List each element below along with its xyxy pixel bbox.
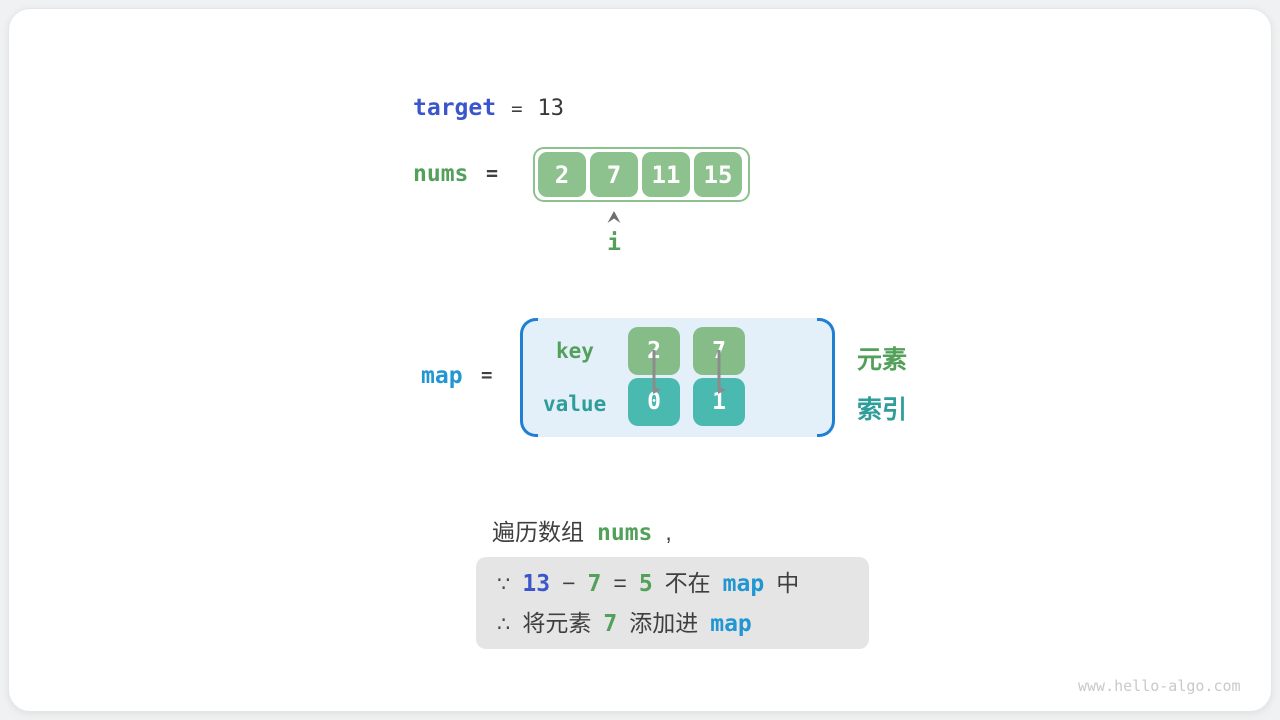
caption-comma: ,: [665, 519, 672, 545]
target-line: target = 13: [413, 95, 564, 121]
note-map-token: map: [722, 571, 765, 597]
note-num-7: 7: [587, 571, 602, 597]
caption-nums-token: nums: [597, 520, 653, 546]
note-box: ∵ 13 − 7 = 5 不在 map 中 ∴ 将元素 7 添加进 map: [476, 557, 869, 649]
note-suffix-text: 中: [776, 570, 800, 596]
note-num-7: 7: [603, 611, 618, 637]
minus-sign: −: [562, 570, 576, 596]
target-value: 13: [537, 96, 565, 121]
array-cell: 15: [694, 152, 742, 197]
map-equals: =: [481, 364, 493, 386]
map-value-cell: 0: [628, 378, 680, 426]
note-line-2: ∴ 将元素 7 添加进 map: [497, 603, 869, 643]
because-symbol: ∵: [497, 573, 511, 596]
map-label: map: [421, 363, 463, 389]
array-cell: 11: [642, 152, 690, 197]
map-right-bracket: [817, 318, 835, 437]
nums-label: nums: [413, 161, 469, 187]
map-key-cell: 2: [628, 327, 680, 375]
array-cell: 2: [538, 152, 586, 197]
nums-array: 2 7 11 15: [533, 147, 750, 202]
note-text-after: 添加进: [629, 610, 699, 636]
therefore-symbol: ∴: [497, 613, 511, 636]
note-map-token: map: [710, 611, 752, 637]
map-left-bracket: [520, 318, 538, 437]
array-cell: 7: [590, 152, 638, 197]
note-text-before: 将元素: [522, 610, 592, 636]
map-key-cell: 7: [693, 327, 745, 375]
index-label: 索引: [857, 396, 908, 424]
equals-sign: =: [613, 570, 627, 596]
value-row-label: value: [543, 392, 607, 416]
index-i-label: i: [607, 230, 621, 256]
map-value-cell: 1: [693, 378, 745, 426]
note-diff-5: 5: [638, 571, 653, 597]
index-pointer-icon: [607, 211, 621, 223]
caption-prefix: 遍历数组: [492, 519, 584, 545]
element-label: 元素: [857, 346, 908, 374]
key-row-label: key: [556, 339, 594, 363]
target-equals: =: [511, 98, 523, 120]
watermark: www.hello-algo.com: [1078, 677, 1241, 695]
nums-equals: =: [486, 161, 499, 185]
note-line-1: ∵ 13 − 7 = 5 不在 map 中: [497, 563, 869, 603]
caption-line: 遍历数组 nums ,: [492, 513, 672, 547]
note-not-in-text: 不在: [664, 570, 711, 596]
target-label: target: [413, 95, 497, 121]
map-box: key value 2 7 0 1: [520, 318, 835, 437]
note-target-value: 13: [522, 571, 551, 597]
